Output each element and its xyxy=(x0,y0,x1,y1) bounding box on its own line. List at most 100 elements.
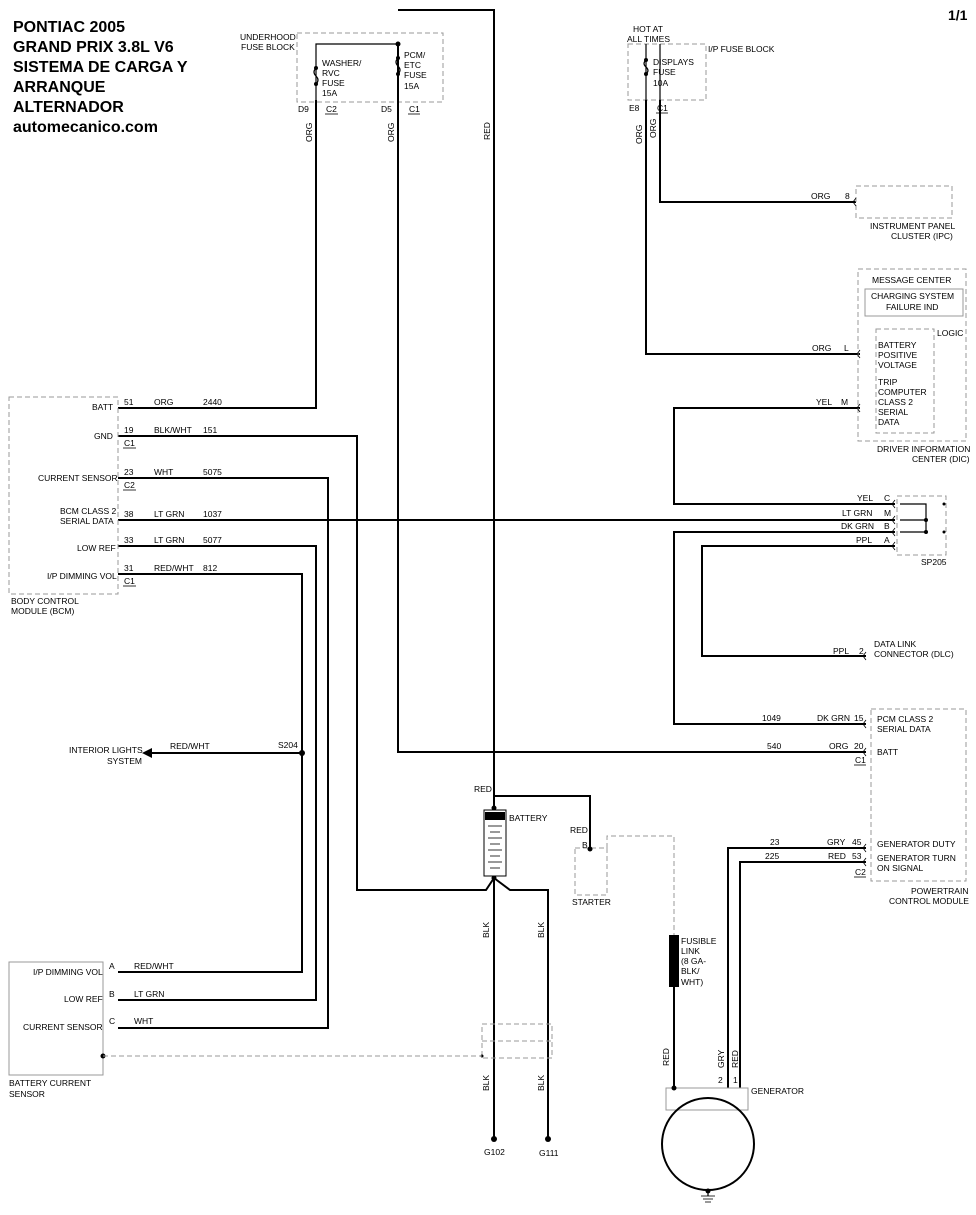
wires xyxy=(118,9,895,1138)
red-wht-wire-dimming xyxy=(118,573,303,973)
page-number: 1/1 xyxy=(948,7,968,23)
bcs-wire-color: RED/WHT xyxy=(134,961,174,971)
wire-label-blk: BLK xyxy=(481,1075,491,1091)
fusible-name-2: LINK xyxy=(681,946,700,956)
dic-name-1: DRIVER INFORMATION xyxy=(877,444,970,454)
sp205-splice-pack: YEL C LT GRN M DK GRN B PPL A SP205 xyxy=(841,493,947,567)
fusible-name-4: BLK/ xyxy=(681,966,700,976)
vertical-wire-labels: ORG ORG RED ORG ORG BLK BLK BLK BLK RED … xyxy=(304,119,740,1091)
battery-positive-dot xyxy=(491,805,497,811)
sp205-outline xyxy=(896,495,947,556)
pin-d5: D5 xyxy=(381,104,392,114)
sp205-b-color: DK GRN xyxy=(841,521,874,531)
dlc-name-2: CONNECTOR (DLC) xyxy=(874,649,954,659)
interior-wire-color: RED/WHT xyxy=(170,741,210,751)
ground-g111: G111 xyxy=(539,1148,559,1158)
title-line-2: GRAND PRIX 3.8L V6 xyxy=(13,39,174,56)
dic-module: MESSAGE CENTER CHARGING SYSTEM FAILURE I… xyxy=(812,268,970,464)
dic-l-color: ORG xyxy=(812,343,831,353)
bcm-pin-number: 31 xyxy=(124,563,134,573)
bcs-wire-color: WHT xyxy=(134,1016,153,1026)
bcm-pin-number: 33 xyxy=(124,535,134,545)
org-wire-pcm-batt xyxy=(397,44,866,753)
bcs-pin-label: LOW REF xyxy=(64,994,103,1004)
generator-name: GENERATOR xyxy=(751,1086,804,1096)
battery-top xyxy=(485,812,505,820)
conn-c1: C1 xyxy=(409,104,420,114)
bcs-wire-color: LT GRN xyxy=(134,989,164,999)
gen-pin-2: 2 xyxy=(718,1075,723,1085)
bcm-circuit: 151 xyxy=(203,425,217,435)
red-wire-starter xyxy=(494,795,591,848)
yel-wire-sp205 xyxy=(673,407,895,505)
fusible-name-3: (8 GA- xyxy=(681,956,706,966)
sp205-m-color: LT GRN xyxy=(842,508,872,518)
dic-m-pin: M xyxy=(841,397,848,407)
underhood-fuse-block-outline xyxy=(296,32,444,103)
blk-wire-g111 xyxy=(493,877,549,1138)
ip-fuse-block-name: I/P FUSE BLOCK xyxy=(708,44,775,54)
red-wire-generator xyxy=(739,861,866,1088)
charging-failure-box xyxy=(864,288,964,317)
pcm-gen-duty: GENERATOR DUTY xyxy=(877,839,956,849)
pin-e8: E8 xyxy=(629,103,640,113)
starter-outline xyxy=(574,847,608,896)
sp205-b-pin: B xyxy=(884,521,890,531)
ppl-wire-dlc xyxy=(701,545,895,657)
bcm-name-1: BODY CONTROL xyxy=(11,596,79,606)
bcm-pin-label: I/P DIMMING VOL xyxy=(47,571,117,581)
bcs-pin: B xyxy=(109,989,115,999)
wire-label-blk: BLK xyxy=(481,922,491,938)
bcs-pin-label: I/P DIMMING VOL xyxy=(33,967,103,977)
logic-box xyxy=(875,328,935,434)
bcm-circuit: 812 xyxy=(203,563,217,573)
dic-trip-4: SERIAL xyxy=(878,407,909,417)
pcm-conn-c1: C1 xyxy=(855,755,866,765)
conn-c1-ip: C1 xyxy=(657,103,668,113)
bcm-wire-color: RED/WHT xyxy=(154,563,194,573)
bcs-pin: C xyxy=(109,1016,115,1026)
generator-terminal-dot xyxy=(671,1085,677,1091)
pcm-outline xyxy=(870,708,967,882)
starter: B RED STARTER xyxy=(570,825,675,935)
red-wire-battery xyxy=(398,9,495,810)
sp205-dot xyxy=(924,530,928,534)
bcm-wire-color: WHT xyxy=(154,467,173,477)
washer-fuse-icon xyxy=(313,67,319,85)
pcm-fuse-label-1: PCM/ xyxy=(404,50,426,60)
bcm-wire-color: ORG xyxy=(154,397,173,407)
bcm-pin-number: 23 xyxy=(124,467,134,477)
wire-label-red: RED xyxy=(482,122,492,140)
ip-fuse-block: HOT AT ALL TIMES I/P FUSE BLOCK DISPLAYS… xyxy=(627,24,775,114)
bcs-pin: A xyxy=(109,961,115,971)
dic-trip-5: DATA xyxy=(878,417,900,427)
charging-ind-2: FAILURE IND xyxy=(886,302,938,312)
pcm-circuit: 540 xyxy=(767,741,781,751)
org-wire-ipc xyxy=(659,100,856,203)
battery-red-label: RED xyxy=(474,784,492,794)
pcm-batt: BATT xyxy=(877,747,898,757)
bcm-conn: C2 xyxy=(124,480,135,490)
ipc-name-2: CLUSTER (IPC) xyxy=(891,231,953,241)
org-wire-dic xyxy=(645,100,860,355)
sp205-dot xyxy=(942,530,946,534)
underhood-fuse-block-name-1: UNDERHOOD xyxy=(240,32,296,42)
interior-name-2: SYSTEM xyxy=(107,756,142,766)
sp205-c-color: YEL xyxy=(857,493,873,503)
dic-trip-3: CLASS 2 xyxy=(878,397,913,407)
title-line-3: SISTEMA DE CARGA Y xyxy=(13,59,188,76)
bcm-pin-label: LOW REF xyxy=(77,543,116,553)
gry-wire-generator xyxy=(727,847,866,1088)
pcm-wire-color: RED xyxy=(828,851,846,861)
pcm-fuse-label-2: ETC xyxy=(404,60,421,70)
bcs-name-2: SENSOR xyxy=(9,1089,45,1099)
washer-fuse-label-1: WASHER/ xyxy=(322,58,362,68)
current-sensor-clamp xyxy=(481,1023,553,1059)
pcm-wire-color: ORG xyxy=(829,741,848,751)
fusible-name-1: FUSIBLE xyxy=(681,936,717,946)
dic-m-color: YEL xyxy=(816,397,832,407)
dlc-connector: PPL 2 DATA LINK CONNECTOR (DLC) xyxy=(833,639,954,659)
dk-grn-wire-pcm xyxy=(673,531,895,725)
pcm-circuit: 225 xyxy=(765,851,779,861)
